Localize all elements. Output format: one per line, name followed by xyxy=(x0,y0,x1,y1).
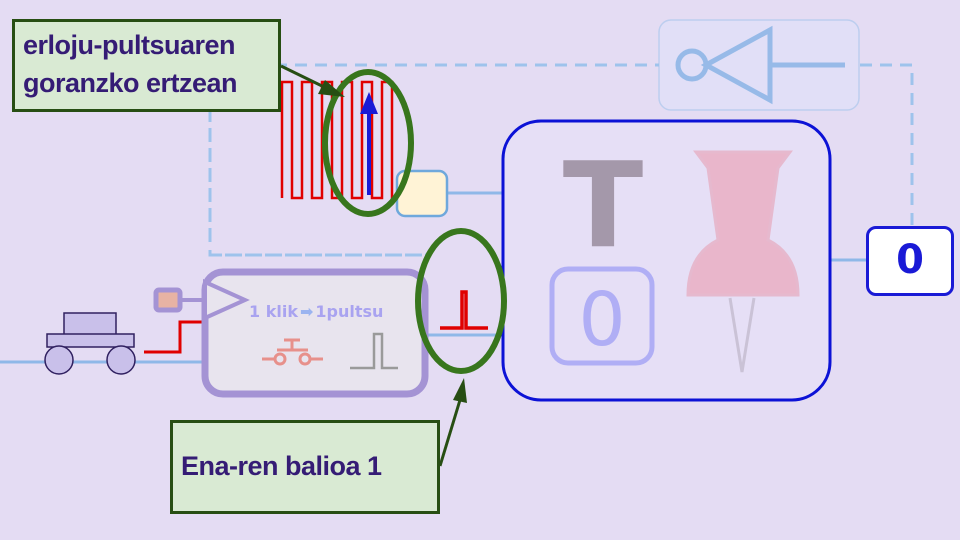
block-input-port xyxy=(153,287,183,313)
clock-edge-callout: erloju-pultsuaren goranzko ertzean xyxy=(12,19,281,112)
clock-edge-callout-line1: erloju-pultsuaren xyxy=(23,30,236,60)
click-label-right: 1pultsu xyxy=(315,302,384,321)
feedback-wire-bottom xyxy=(208,110,428,257)
cart-icon[interactable] xyxy=(44,312,136,375)
click-label-left: 1 klik xyxy=(249,302,298,321)
enable-callout-text: Ena-ren balioa 1 xyxy=(181,451,382,481)
clock-edge-highlight-ring xyxy=(322,69,414,217)
pushpin-icon xyxy=(686,150,800,373)
top-callout-arrow xyxy=(280,64,345,97)
pulse-output-icon xyxy=(350,332,398,370)
clock-edge-callout-line2: goranzko ertzean xyxy=(23,68,238,98)
buffer-not-icon xyxy=(658,19,860,111)
single-pulse-signal xyxy=(440,290,488,330)
output-value: 0 xyxy=(896,237,924,283)
output-display: 0 xyxy=(866,226,954,296)
click-label: 1 klik➡1pultsu xyxy=(249,302,383,321)
enable-highlight-ring xyxy=(415,228,507,374)
input-step-signal xyxy=(144,320,207,354)
right-arrow-icon: ➡ xyxy=(299,302,314,321)
flipflop-state-value: 0 xyxy=(578,277,625,363)
block-triangle-icon xyxy=(203,278,250,322)
click-pulse-block[interactable] xyxy=(153,268,429,398)
flipflop-t-label: T xyxy=(563,136,644,274)
pushbutton-switch-icon xyxy=(262,338,323,366)
clock-pulse-train xyxy=(280,80,400,200)
bottom-callout-arrow xyxy=(438,378,467,467)
t-flipflop-block[interactable]: T 0 xyxy=(501,119,832,402)
rising-edge-arrowhead xyxy=(360,92,378,114)
enable-callout: Ena-ren balioa 1 xyxy=(170,420,440,514)
click-label-clip: 1 klik➡1pultsu xyxy=(205,290,421,330)
flipflop-state-box xyxy=(549,266,655,366)
